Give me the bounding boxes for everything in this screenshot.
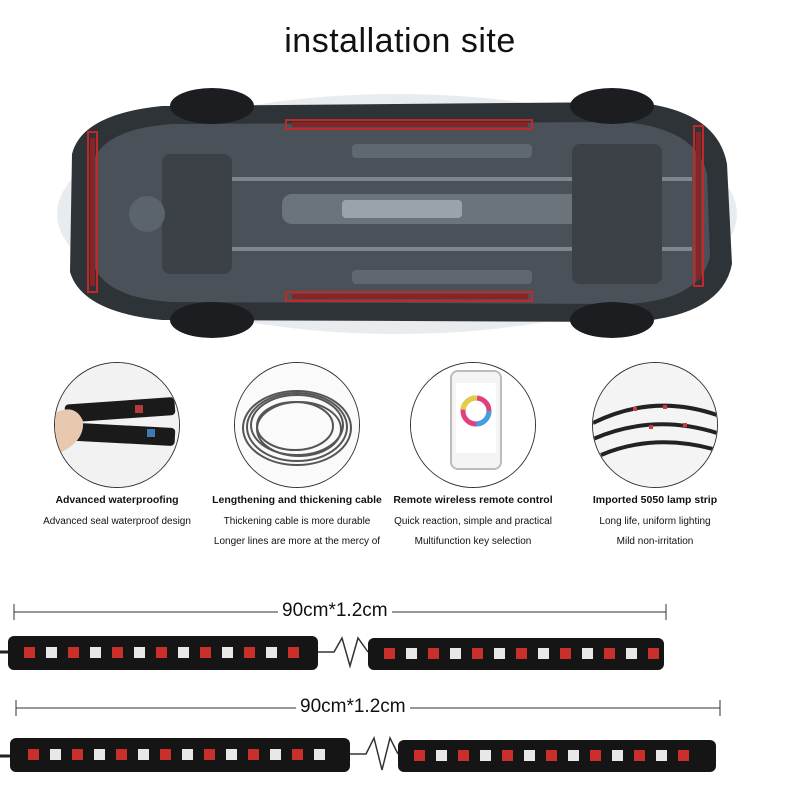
phone-app-icon	[410, 362, 536, 488]
led-chip	[648, 648, 659, 659]
led-chip	[116, 749, 127, 760]
feature-desc-line: Quick reaction, simple and practical	[394, 516, 552, 527]
led-chip	[450, 648, 461, 659]
led-chip	[200, 647, 211, 658]
coiled-cable-icon	[234, 362, 360, 488]
led-chip	[134, 647, 145, 658]
led-chip	[568, 750, 579, 761]
feature-desc-line: Mild non-irritation	[616, 536, 694, 547]
led-chip	[156, 647, 167, 658]
led-chip	[480, 750, 491, 761]
feature-lamp-strip: Imported 5050 lamp strip Long life, unif…	[560, 362, 750, 552]
feature-desc-line: Thickening cable is more durable	[223, 516, 371, 527]
led-chip	[436, 750, 447, 761]
led-chip	[68, 647, 79, 658]
led-chip	[524, 750, 535, 761]
feature-desc-line: Longer lines are more at the mercy of	[213, 536, 381, 547]
strip-marker-rear	[87, 131, 98, 293]
feature-desc-line: Long life, uniform lighting	[599, 516, 711, 527]
feature-title: Lengthening and thickening cable	[212, 494, 382, 506]
led-chip	[244, 647, 255, 658]
led-chip	[560, 648, 571, 659]
led-chip	[94, 749, 105, 760]
led-chip	[138, 749, 149, 760]
led-chip	[502, 750, 513, 761]
led-chip	[612, 750, 623, 761]
led-chip	[458, 750, 469, 761]
led-chip	[204, 749, 215, 760]
feature-title: Imported 5050 lamp strip	[592, 494, 718, 506]
feature-remote: Remote wireless remote control Quick rea…	[378, 362, 568, 552]
feature-desc-line: Multifunction key selection	[414, 536, 532, 547]
led-chip	[46, 647, 57, 658]
strip-dimensions: 90cm*1.2cm 90cm*1.2cm	[0, 590, 800, 800]
led-chip	[90, 647, 101, 658]
led-chip	[546, 750, 557, 761]
led-chip	[292, 749, 303, 760]
led-chip	[160, 749, 171, 760]
led-chip	[656, 750, 667, 761]
led-chip	[678, 750, 689, 761]
led-chip	[226, 749, 237, 760]
feature-title: Advanced waterproofing	[55, 494, 179, 506]
led-chip	[288, 647, 299, 658]
feature-desc-line: Advanced seal waterproof design	[43, 516, 191, 527]
led-chip	[178, 647, 189, 658]
led-chip	[414, 750, 425, 761]
led-chip	[24, 647, 35, 658]
car-underside-image	[52, 84, 742, 342]
lamp-strip-icon	[592, 362, 718, 488]
led-chip	[270, 749, 281, 760]
led-chip	[222, 647, 233, 658]
led-chip	[314, 749, 325, 760]
led-chip	[266, 647, 277, 658]
strip-marker-top	[285, 119, 533, 130]
strip-marker-bottom	[285, 291, 533, 302]
feature-cable: Lengthening and thickening cable Thicken…	[202, 362, 392, 552]
strip-dimension-label: 90cm*1.2cm	[296, 696, 410, 718]
led-chip	[582, 648, 593, 659]
waterproof-strip-icon	[54, 362, 180, 488]
feature-row: Advanced waterproofing Advanced seal wat…	[0, 362, 800, 562]
strip-dimension-label: 90cm*1.2cm	[278, 600, 392, 622]
led-chip	[182, 749, 193, 760]
led-chip	[50, 749, 61, 760]
feature-title: Remote wireless remote control	[393, 494, 553, 506]
led-chip	[406, 648, 417, 659]
led-chip	[248, 749, 259, 760]
led-chip	[516, 648, 527, 659]
led-chip	[28, 749, 39, 760]
led-chip	[112, 647, 123, 658]
led-chip	[626, 648, 637, 659]
led-chip	[538, 648, 549, 659]
led-chip	[384, 648, 395, 659]
led-chip	[72, 749, 83, 760]
led-chip	[494, 648, 505, 659]
led-chip	[590, 750, 601, 761]
page-title: installation site	[284, 22, 516, 60]
feature-waterproofing: Advanced waterproofing Advanced seal wat…	[22, 362, 212, 532]
strip-marker-front	[693, 125, 704, 287]
led-chip	[634, 750, 645, 761]
led-chip	[604, 648, 615, 659]
led-chip	[472, 648, 483, 659]
led-chip	[428, 648, 439, 659]
